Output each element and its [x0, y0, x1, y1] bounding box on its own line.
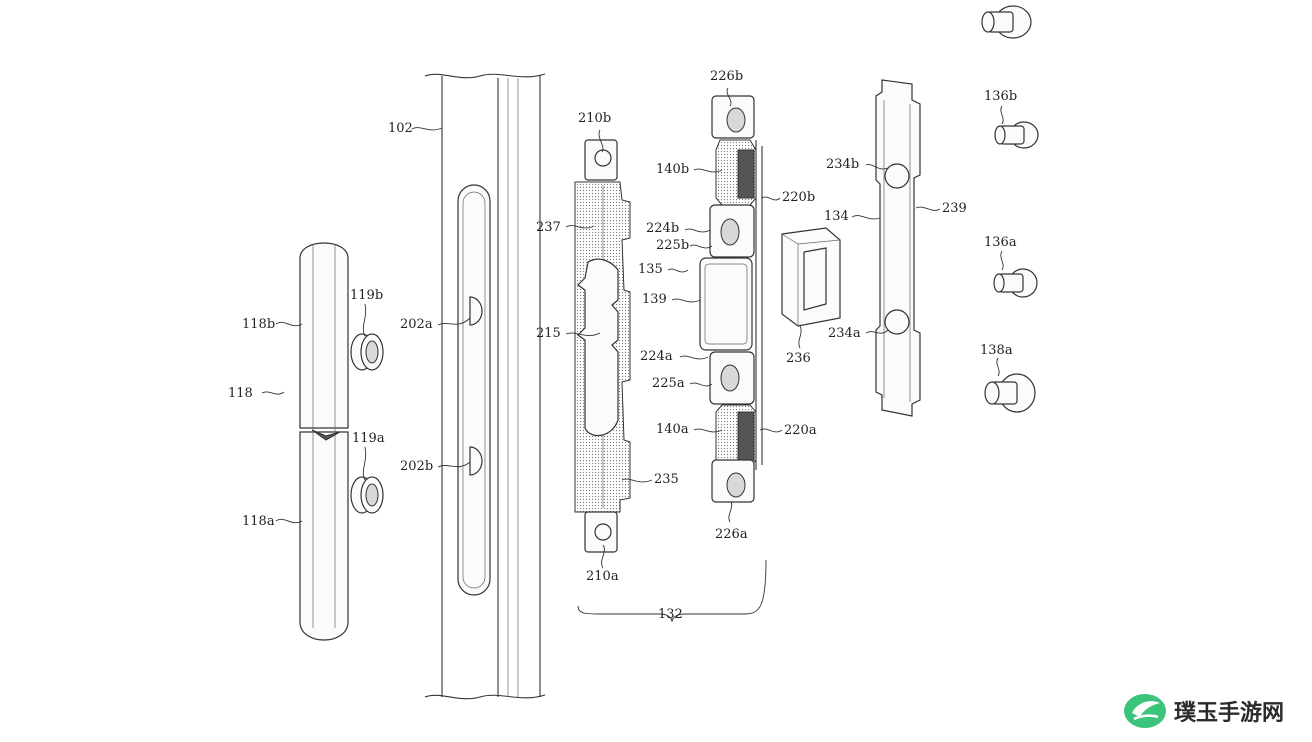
- label-135: 135: [638, 262, 663, 277]
- bracket-plate-235: [574, 139, 631, 553]
- brace-132: [577, 559, 767, 623]
- pin-top: [981, 5, 1032, 39]
- label-237: 237: [536, 220, 561, 235]
- leader-lines: [261, 87, 1004, 569]
- pin-136a: [993, 268, 1038, 298]
- label-224b: 224b: [646, 221, 680, 236]
- label-202b: 202b: [400, 459, 434, 474]
- leaf-logo-icon: [1124, 694, 1166, 728]
- label-225a: 225a: [652, 376, 685, 391]
- label-202a: 202a: [400, 317, 433, 332]
- label-236: 236: [786, 351, 811, 366]
- label-132: 132: [658, 607, 683, 622]
- label-140a: 140a: [656, 422, 689, 437]
- label-220b: 220b: [782, 190, 816, 205]
- label-136b: 136b: [984, 89, 1018, 104]
- label-119a: 119a: [352, 431, 385, 446]
- pin-138a: [984, 373, 1036, 413]
- label-138a: 138a: [980, 343, 1013, 358]
- housing-102: [424, 73, 546, 700]
- label-136a: 136a: [984, 235, 1017, 250]
- watermark: 璞玉手游网: [1122, 690, 1284, 732]
- pin-136b: [994, 121, 1039, 149]
- label-226b: 226b: [710, 69, 744, 84]
- label-220a: 220a: [784, 423, 817, 438]
- label-102: 102: [388, 121, 413, 136]
- switch-module-135: [699, 95, 763, 503]
- label-134: 134: [824, 209, 849, 224]
- label-140b: 140b: [656, 162, 690, 177]
- label-210a: 210a: [586, 569, 619, 584]
- label-234b: 234b: [826, 157, 860, 172]
- label-239: 239: [942, 201, 967, 216]
- label-215: 215: [536, 326, 561, 341]
- button-118: [299, 242, 384, 641]
- label-225b: 225b: [656, 238, 690, 253]
- label-118b: 118b: [242, 317, 276, 332]
- label-139: 139: [642, 292, 667, 307]
- gasket-236: [781, 227, 841, 327]
- label-210b: 210b: [578, 111, 612, 126]
- label-235: 235: [654, 472, 679, 487]
- label-224a: 224a: [640, 349, 673, 364]
- label-226a: 226a: [715, 527, 748, 542]
- watermark-text: 璞玉手游网: [1174, 701, 1285, 726]
- label-118a: 118a: [242, 514, 275, 529]
- label-118: 118: [228, 386, 253, 401]
- label-234a: 234a: [828, 326, 861, 341]
- label-119b: 119b: [350, 288, 384, 303]
- bracket-134: [875, 79, 921, 417]
